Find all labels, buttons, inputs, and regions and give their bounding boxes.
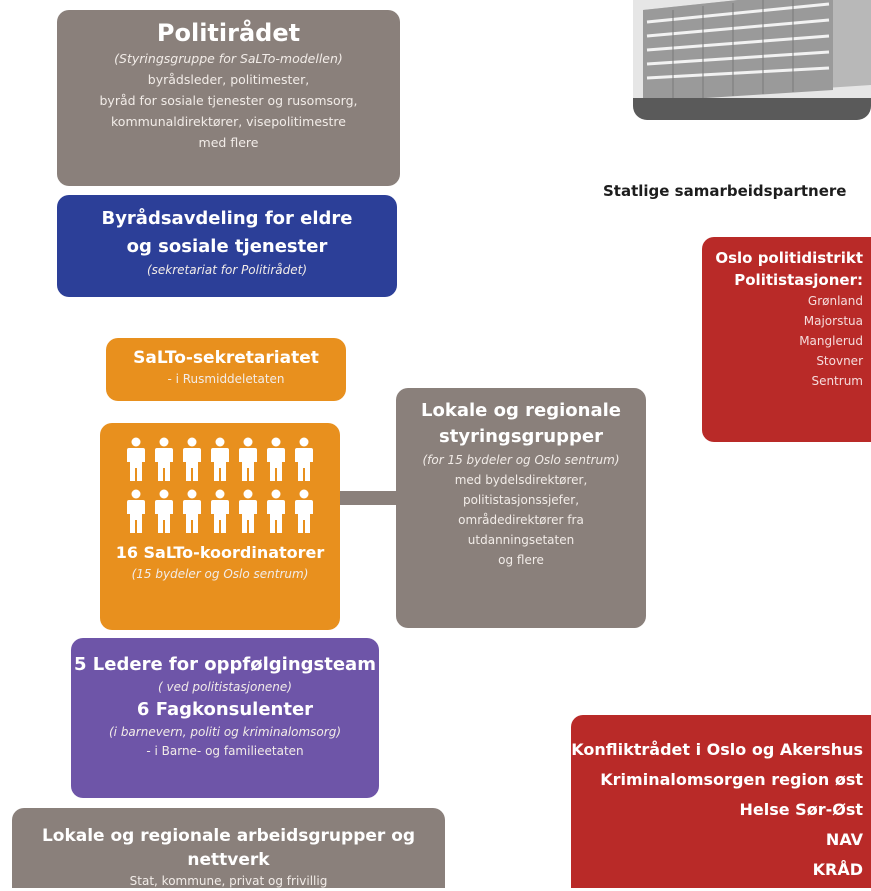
politiradet-line: byrådsleder, politimester, — [147, 72, 310, 87]
salto-sekretariat-sub: - i Rusmiddeletaten — [167, 372, 285, 386]
person-icon — [292, 437, 316, 481]
station-item: Grønland — [807, 294, 863, 308]
station-item: Stovner — [816, 354, 863, 368]
arbeidsgrupper-title: Lokale og regionale arbeidsgrupper og ne… — [41, 826, 416, 870]
person-icon — [292, 489, 316, 533]
byradsavdeling-title-line1: Byrådsavdeling for eldre — [101, 208, 353, 229]
styringsgrupper-line: med bydelsdirektører, — [454, 473, 588, 487]
station-item: Manglerud — [799, 334, 863, 348]
salto-sekretariat-box: SaLTo-sekretariatet - i Rusmiddeletaten — [106, 338, 346, 401]
person-icon — [124, 437, 148, 481]
politiradet-line: kommunaldirektører, visepolitimestre — [111, 114, 346, 129]
koordinatorer-note: (15 bydeler og Oslo sentrum) — [131, 567, 309, 581]
oppfolging-title1: 5 Ledere for oppfølgingsteam — [74, 654, 376, 675]
building-photo — [633, 0, 871, 120]
oslo-politidistrikt-box: Oslo politidistrikt Politistasjoner: Grø… — [702, 237, 871, 442]
politiradet-subtitle: (Styringsgruppe for SaLTo-modellen) — [114, 51, 343, 66]
oslo-politi-title2: Politistasjoner: — [734, 271, 863, 289]
connector-bar — [340, 491, 396, 505]
partner-item: Helse Sør-Øst — [739, 800, 864, 819]
partner-item: Kriminalomsorgen region øst — [600, 770, 863, 789]
politiradet-line: byråd for sosiale tjenester og rusomsorg… — [99, 93, 358, 108]
salto-sekretariat-title: SaLTo-sekretariatet — [133, 348, 319, 368]
politiradet-line: med flere — [198, 135, 259, 150]
styringsgrupper-box: Lokale og regionale styringsgrupper (for… — [396, 388, 646, 628]
person-icon — [152, 489, 176, 533]
people-row — [100, 489, 340, 533]
person-icon — [236, 489, 260, 533]
byradsavdeling-note: (sekretariat for Politirådet) — [146, 263, 308, 277]
statlige-heading: Statlige samarbeidspartnere — [603, 182, 847, 200]
person-icon — [180, 489, 204, 533]
person-icon — [264, 489, 288, 533]
styringsgrupper-line: områdedirektører fra — [458, 513, 584, 527]
politiradet-box: Politirådet (Styringsgruppe for SaLTo-mo… — [57, 10, 400, 186]
oslo-politi-title1: Oslo politidistrikt — [715, 249, 863, 267]
koordinatorer-box: 16 SaLTo-koordinatorer (15 bydeler og Os… — [100, 423, 340, 630]
person-icon — [152, 437, 176, 481]
people-row — [100, 437, 340, 481]
oppfolging-sub: - i Barne- og familieetaten — [146, 744, 304, 758]
oppfolging-box: 5 Ledere for oppfølgingsteam ( ved polit… — [71, 638, 379, 798]
station-item: Majorstua — [803, 314, 863, 328]
styringsgrupper-title-line2: styringsgrupper — [439, 426, 603, 447]
person-icon — [124, 489, 148, 533]
partner-item: Konfliktrådet i Oslo og Akershus — [571, 740, 863, 759]
oppfolging-title2: 6 Fagkonsulenter — [136, 699, 314, 720]
styringsgrupper-line: politistasjonssjefer, — [462, 493, 580, 507]
person-icon — [180, 437, 204, 481]
person-icon — [208, 489, 232, 533]
person-icon — [264, 437, 288, 481]
partner-item: NAV — [825, 830, 863, 849]
styringsgrupper-line: utdanningsetaten — [467, 533, 575, 547]
styringsgrupper-note: (for 15 bydeler og Oslo sentrum) — [422, 453, 620, 467]
koordinatorer-title: 16 SaLTo-koordinatorer — [115, 543, 325, 562]
partner-item: KRÅD — [812, 860, 863, 879]
arbeidsgrupper-sub: Stat, kommune, privat og frivillig — [129, 874, 328, 888]
byradsavdeling-title-line2: og sosiale tjenester — [126, 236, 328, 257]
person-icon — [208, 437, 232, 481]
styringsgrupper-line: og flere — [498, 553, 544, 567]
politiradet-title: Politirådet — [156, 19, 301, 47]
station-item: Sentrum — [811, 374, 863, 388]
styringsgrupper-title-line1: Lokale og regionale — [421, 400, 621, 421]
statlige-partnere-box: Konfliktrådet i Oslo og Akershus Krimina… — [571, 715, 871, 888]
oppfolging-note2: (i barnevern, politi og kriminalomsorg) — [108, 725, 342, 739]
byradsavdeling-box: Byrådsavdeling for eldre og sosiale tjen… — [57, 195, 397, 297]
person-icon — [236, 437, 260, 481]
oppfolging-note1: ( ved politistasjonene) — [158, 680, 292, 694]
arbeidsgrupper-box: Lokale og regionale arbeidsgrupper og ne… — [12, 808, 445, 888]
